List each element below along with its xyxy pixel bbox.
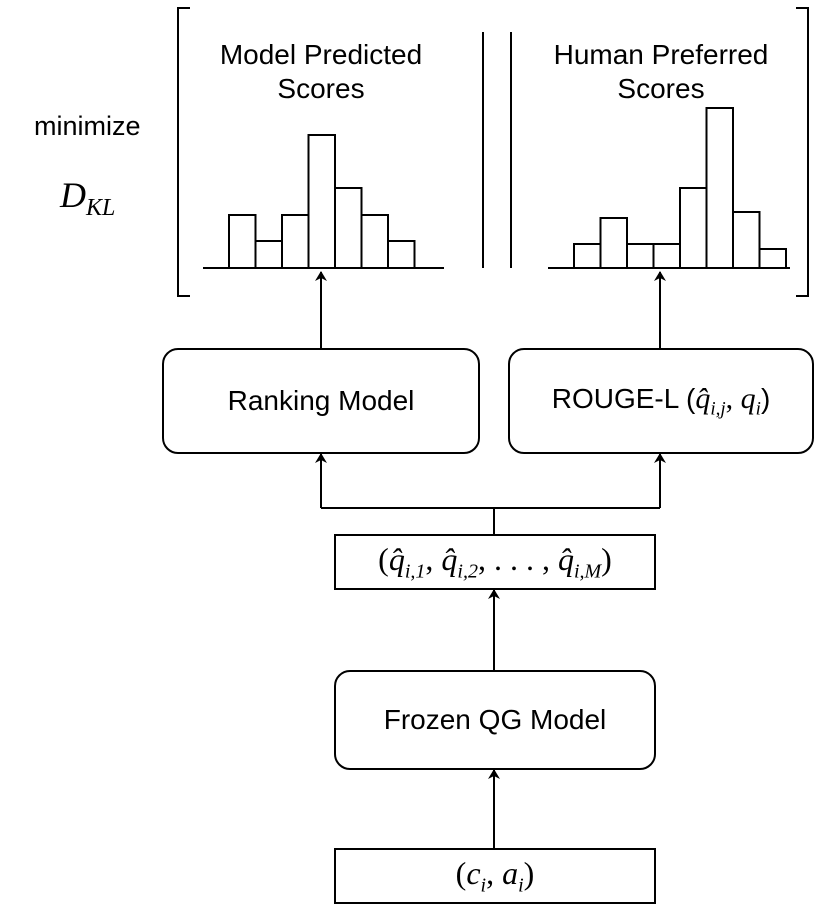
input-answer-subscript: i — [518, 874, 524, 897]
rouge-separator: , — [725, 381, 741, 415]
ranking-model-box: Ranking Model — [162, 348, 480, 454]
predicted-bar-4 — [307, 134, 336, 269]
input-answer: a — [502, 854, 519, 891]
preferred-bar-6 — [705, 107, 734, 269]
preferred-scores-title-line1: Human Preferred — [553, 39, 769, 70]
rouge-qhat: q̂ — [695, 381, 711, 415]
rouge-q: q — [740, 381, 756, 415]
preferred-bar-3 — [626, 243, 655, 269]
predicted-scores-title: Model Predicted Scores — [190, 38, 452, 106]
predicted-scores-title-line1: Model Predicted — [219, 39, 423, 70]
preferred-bar-5 — [679, 187, 708, 269]
input-close-paren: ) — [523, 854, 535, 891]
preferred-bar-7 — [732, 211, 761, 269]
left-histogram — [228, 134, 416, 269]
preferred-scores-title-line2: Scores — [617, 73, 705, 104]
preferred-bar-1 — [573, 243, 602, 269]
ranking-model-label: Ranking Model — [227, 385, 415, 416]
rouge-prefix: ROUGE-L ( — [551, 382, 696, 414]
candidate-1-symbol: q̂ — [388, 540, 405, 577]
objective-measure-subscript: KL — [86, 195, 116, 222]
predicted-bar-2 — [254, 240, 283, 269]
objective-verb: minimize — [34, 111, 141, 141]
preferred-bar-8 — [758, 248, 787, 269]
predicted-scores-title-line2: Scores — [277, 73, 365, 104]
preferred-scores-title: Human Preferred Scores — [530, 38, 792, 106]
candidate-1-subscript: i,1 — [404, 560, 426, 583]
qg-model-box: Frozen QG Model — [334, 670, 656, 770]
qg-model-label: Frozen QG Model — [383, 704, 607, 735]
candidates-ellipsis: , . . . , — [477, 540, 558, 577]
rouge-suffix: ) — [760, 382, 771, 414]
candidate-questions-box: (q̂i,1, q̂i,2, . . . , q̂i,M) — [334, 534, 656, 590]
candidate-2-symbol: q̂ — [441, 540, 458, 577]
candidate-last-symbol: q̂ — [557, 540, 574, 577]
candidates-open-paren: ( — [378, 540, 389, 577]
predicted-bar-7 — [387, 240, 416, 269]
rouge-box: ROUGE-L (q̂i,j, qi) — [508, 348, 814, 454]
input-open-paren: ( — [455, 854, 467, 891]
candidate-2-subscript: i,2 — [457, 560, 478, 583]
rouge-label: ROUGE-L (q̂i,j, qi) — [552, 382, 771, 421]
objective-measure-symbol: D — [60, 175, 86, 215]
candidate-questions-label: (q̂i,1, q̂i,2, . . . , q̂i,M) — [378, 541, 612, 583]
right-bracket — [796, 7, 809, 297]
right-histogram — [573, 107, 787, 269]
preferred-bar-2 — [599, 217, 628, 269]
objective-measure: DKL — [60, 175, 115, 228]
predicted-bar-1 — [228, 214, 257, 269]
predicted-bar-6 — [360, 214, 389, 269]
input-box: (ci, ai) — [334, 848, 656, 904]
rouge-qhat-subscript: i,j — [710, 398, 726, 420]
candidates-close-paren: ) — [601, 540, 612, 577]
input-context-subscript: i — [480, 874, 487, 897]
candidate-comma: , — [425, 540, 442, 577]
preferred-bar-4 — [652, 243, 681, 269]
predicted-bar-5 — [334, 187, 363, 269]
candidate-last-subscript: i,M — [573, 560, 602, 583]
predicted-bar-3 — [281, 214, 310, 269]
input-label: (ci, ai) — [456, 855, 535, 897]
left-bracket — [177, 7, 190, 297]
input-context: c — [466, 854, 481, 891]
input-separator: , — [486, 854, 503, 891]
rouge-q-subscript: i — [755, 398, 761, 420]
